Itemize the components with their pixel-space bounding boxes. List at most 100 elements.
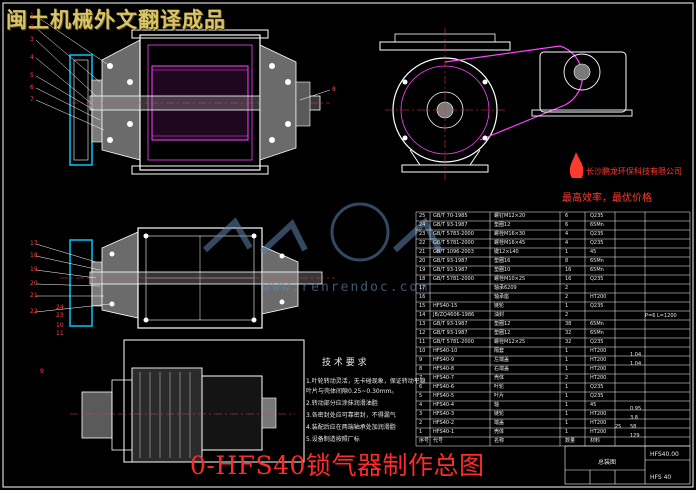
bom-weight: 25 <box>615 424 622 430</box>
title-block-name: 总装图 <box>598 459 617 466</box>
part-balloon: 5 <box>30 72 34 79</box>
drawing-title: 0-HFS40锁气器制作总图 <box>190 451 485 480</box>
bom-cell-no: 16 <box>419 294 426 300</box>
bom-cell-no: 21 <box>419 249 426 255</box>
bom-weight: 1.04 <box>630 361 642 367</box>
bom-cell-no: 25 <box>419 213 426 219</box>
bom-cell-no: 20 <box>419 258 426 264</box>
part-balloon: 8 <box>332 86 336 93</box>
part-balloon: 1 <box>30 12 34 19</box>
bom-cell-no: 22 <box>419 240 426 246</box>
bom-cell-name: 链轮 <box>494 411 505 417</box>
bom-cell-code: HFS40-15 <box>433 303 458 309</box>
bom-cell-mat: Q235 <box>590 276 604 282</box>
bom-cell-no: 18 <box>419 276 426 282</box>
bom-cell-qty: 1 <box>565 348 569 354</box>
company-slogan: 最高效率，最优价格 <box>562 193 652 204</box>
bom-cell-code: HFS40-2 <box>433 420 455 426</box>
tech-requirement-line: 2.转动部分应涂抹润滑油脂 <box>306 400 378 407</box>
bom-cell-mat: Q235 <box>590 213 604 219</box>
part-balloon: 20 <box>30 280 38 287</box>
bom-cell-mat: 65Mn <box>590 267 604 273</box>
bom-cell-name: 垫圈16 <box>494 258 511 264</box>
bom-weight: 129 <box>630 433 640 439</box>
part-balloon: 10 <box>56 322 64 329</box>
bom-cell-mat: HT200 <box>590 348 607 354</box>
bom-cell-qty: 1 <box>565 303 569 309</box>
bom-cell-no: 11 <box>419 339 426 345</box>
bom-cell-mat: Q235 <box>590 393 604 399</box>
bom-cell-qty: 38 <box>565 321 572 327</box>
bom-header-name: 名称 <box>494 438 505 444</box>
bom-cell-code: GB/T 5783-2000 <box>433 231 474 237</box>
tech-requirements-title: 技 术 要 求 <box>322 358 367 368</box>
bom-cell-no: 24 <box>419 222 426 228</box>
bom-cell-code: HFS40-9 <box>433 357 455 363</box>
bom-cell-mat: 45 <box>590 249 597 255</box>
bom-cell-code: GB/T 93-1987 <box>433 258 468 264</box>
bom-cell-no: 2 <box>419 420 423 426</box>
bom-header-code: 代号 <box>433 438 444 444</box>
title-block-grid <box>564 445 691 485</box>
part-balloon: 18 <box>30 252 38 259</box>
tech-requirement-line: 4.装配后应在两端轴承处加润滑脂 <box>306 424 396 431</box>
watermark-site: www.renrendoc.com <box>262 280 430 295</box>
bom-cell-no: 8 <box>419 366 423 372</box>
tech-requirement-line: 3.各密封处应可靠密封，不得漏气 <box>306 412 396 419</box>
bom-cell-qty: 6 <box>565 222 569 228</box>
bom-cell-qty: 1 <box>565 402 569 408</box>
bom-header-no: 序号 <box>419 438 430 444</box>
bom-cell-code: JB/ZQ4606-1986 <box>433 312 475 318</box>
bom-cell-qty: 1 <box>565 357 569 363</box>
title-block-code: HFS40.00 <box>650 451 679 458</box>
part-balloon: 9 <box>40 368 44 375</box>
bom-cell-name: 隔套 <box>494 348 505 354</box>
bom-cell-code: GB/T 5781-2000 <box>433 240 474 246</box>
part-balloon: 6 <box>30 84 34 91</box>
bom-cell-code: GB/T 5781-2000 <box>433 276 474 282</box>
bom-cell-qty: 16 <box>565 267 572 273</box>
section-view-top <box>35 15 331 175</box>
bom-cell-mat: Q235 <box>590 240 604 246</box>
bom-cell-qty: 2 <box>565 375 569 381</box>
bom-cell-name: 垫圈12 <box>494 330 511 336</box>
chain-note: P=6 L=1200 <box>645 313 677 319</box>
bom-header-mat: 材料 <box>590 438 601 444</box>
bom-cell-code: GB/T 5781-2000 <box>433 339 474 345</box>
part-balloon: 11 <box>56 330 64 337</box>
bom-cell-qty: 1 <box>565 384 569 390</box>
bom-cell-qty: 2 <box>565 294 569 300</box>
part-balloon: 3 <box>30 36 34 43</box>
bom-cell-qty: 1 <box>565 249 569 255</box>
part-balloon: 22 <box>30 308 38 315</box>
bom-cell-mat: 65Mn <box>590 258 604 264</box>
bom-cell-mat: HT200 <box>590 366 607 372</box>
bom-cell-qty: 2 <box>565 285 569 291</box>
bom-cell-qty: 4 <box>565 231 569 237</box>
part-balloon: 17 <box>30 240 38 247</box>
bom-cell-no: 7 <box>419 375 423 381</box>
bom-cell-mat: Q235 <box>590 384 604 390</box>
motor-gearbox-view <box>70 339 305 463</box>
bom-cell-qty: 1 <box>565 420 569 426</box>
bom-cell-qty: 1 <box>565 411 569 417</box>
bom-cell-code: GB/T 70-1985 <box>433 213 468 219</box>
bom-cell-name: 垫圈10 <box>494 267 511 273</box>
bom-cell-no: 5 <box>419 393 423 399</box>
bom-cell-mat: HT200 <box>590 375 607 381</box>
title-block-code: HFS 40 <box>650 474 672 481</box>
bom-cell-mat: HT200 <box>590 429 607 435</box>
bom-cell-mat: 65Mn <box>590 222 604 228</box>
bom-cell-qty: 16 <box>565 276 572 282</box>
bom-cell-qty: 32 <box>565 339 572 345</box>
bom-cell-qty: 6 <box>565 213 569 219</box>
bom-cell-mat: Q235 <box>590 303 604 309</box>
bom-cell-name: 轴承座 <box>494 294 510 300</box>
bom-cell-name: 轴 <box>494 402 500 408</box>
bom-cell-code: HFS40-4 <box>433 402 455 408</box>
bom-cell-no: 12 <box>419 330 426 336</box>
bom-cell-code: HFS40-7 <box>433 375 455 381</box>
bom-cell-qty: 1 <box>565 429 569 435</box>
tech-requirement-line: 叶片与壳体间隙0.25~0.30mm。 <box>306 388 398 395</box>
